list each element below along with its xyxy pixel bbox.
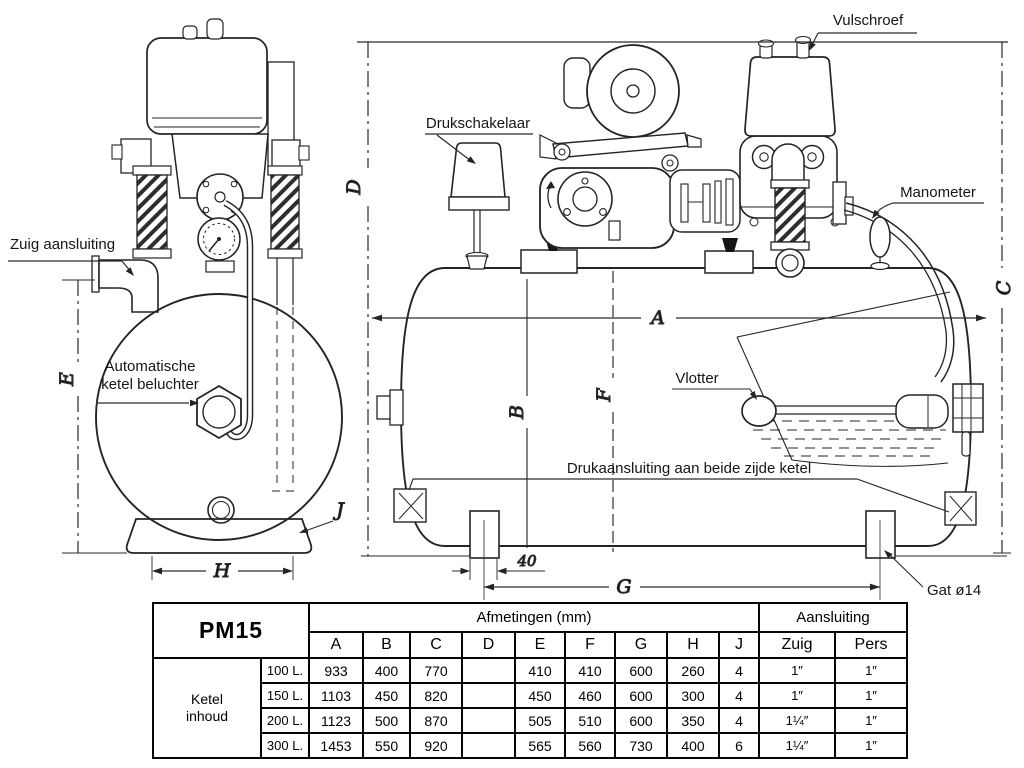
dim-letter-c: C: [993, 280, 1015, 295]
col-header-d: D: [461, 631, 516, 659]
model-name: PM15: [152, 602, 310, 659]
technical-drawing: A B C D E F G H J 40 Zuig aansluiting Au…: [8, 12, 1016, 600]
dim-letter-g: G: [616, 576, 631, 598]
col-header-e: E: [514, 631, 566, 659]
col-header-a: A: [308, 631, 364, 659]
dim-letter-e: E: [56, 372, 78, 387]
dim-letter-b: B: [506, 405, 528, 420]
col-header-zuig: Zuig: [758, 631, 836, 659]
row-group-label: Ketel inhoud: [152, 657, 262, 759]
col-header-pers: Pers: [834, 631, 908, 659]
filler-screw: [757, 39, 775, 48]
tank-end-circle: [95, 293, 343, 541]
col-header-j: J: [718, 631, 760, 659]
dim-letter-f: F: [593, 388, 615, 403]
skid-base: [125, 518, 313, 554]
front-view: [91, 18, 343, 554]
dimensions-table: PM15 Afmetingen (mm) Aansluiting A B C D…: [152, 602, 908, 759]
dim-letter-h: H: [213, 560, 231, 582]
mounting-rail: [552, 132, 689, 159]
drain-plug: [207, 496, 235, 524]
end-nozzle: [376, 395, 392, 420]
tank-foot-left: [469, 510, 500, 559]
label-vlotter: Vlotter: [675, 370, 718, 387]
col-header-g: G: [614, 631, 668, 659]
label-drukaansluiting: Drukaansluiting aan beide zijde ketel: [567, 460, 811, 477]
dim-letter-d: D: [343, 179, 365, 195]
label-manometer: Manometer: [900, 184, 976, 201]
col-header-h: H: [666, 631, 720, 659]
motor-front: [146, 37, 268, 135]
float-ball: [741, 395, 777, 427]
label-drukschakelaar: Drukschakelaar: [426, 115, 530, 132]
riser-pipe-hatched: [774, 187, 806, 243]
connection-header: Aansluiting: [758, 602, 908, 633]
tank-body: [400, 267, 972, 547]
aerator-hex-nut: [196, 384, 242, 440]
col-header-b: B: [362, 631, 411, 659]
float-valve-fitting: [952, 383, 984, 433]
side-view: [361, 35, 1007, 600]
float-valve-body: [895, 394, 949, 429]
label-beluchter-line2: ketel beluchter: [101, 376, 199, 393]
suction-pipe-hatched: [136, 174, 168, 250]
label-gat-diameter: Gat ø14: [927, 582, 981, 599]
label-beluchter-line1: Automatische: [105, 358, 196, 375]
label-vulschroef: Vulschroef: [833, 12, 904, 29]
manometer-gauge: [869, 216, 891, 258]
dimensions-header: Afmetingen (mm): [308, 602, 760, 633]
col-header-f: F: [564, 631, 616, 659]
float-arm: [775, 405, 896, 415]
callout-labels: Zuig aansluiting Automatische ketel belu…: [8, 12, 984, 599]
motor-pulley: [586, 44, 680, 138]
pump-flange-side: [557, 171, 613, 227]
dim-letter-j: J: [332, 499, 345, 521]
label-zuig-aansluiting: Zuig aansluiting: [10, 236, 115, 253]
pressure-switch: [450, 142, 506, 198]
suction-elbow: [98, 259, 159, 313]
dim-letter-a: A: [649, 307, 665, 329]
discharge-pipe-hatched: [270, 174, 300, 250]
col-header-c: C: [409, 631, 463, 659]
tank-foot-right: [865, 510, 896, 559]
air-vessel: [744, 56, 836, 137]
dim-offset-40: 40: [516, 552, 537, 570]
spec-table: PM15 Afmetingen (mm) Aansluiting A B C D…: [152, 602, 908, 759]
